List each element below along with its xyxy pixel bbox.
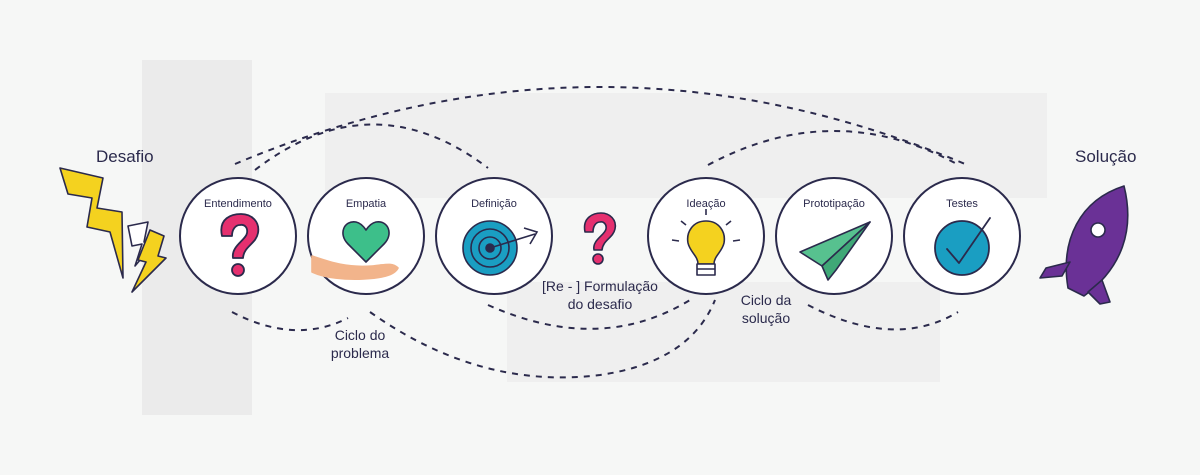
- lightbulb-icon: [671, 209, 741, 276]
- problem-cycle-line1: Ciclo do: [334, 327, 386, 343]
- stage-label-ideacao: Ideação: [686, 198, 726, 210]
- middle-caption-line2: do desafio: [567, 296, 633, 312]
- arc-outer-top: [234, 86, 966, 165]
- checkmark-icon: [934, 217, 991, 276]
- problem-cycle-caption: Ciclo do problema: [310, 326, 410, 362]
- start-label: Desafio: [96, 147, 154, 166]
- lightning-icon: [59, 167, 167, 293]
- stage-label-entendimento: Entendimento: [204, 198, 272, 210]
- rocket-icon: [1039, 185, 1129, 305]
- stage-circles: [179, 177, 1021, 295]
- solution-cycle-line2: solução: [741, 310, 791, 326]
- paper-plane-icon: [799, 221, 871, 281]
- arc-bottom-middle: [487, 299, 691, 330]
- arc-inner-top-left: [254, 123, 489, 171]
- arc-bottom-big: [369, 299, 716, 379]
- stage-label-prototipacao: Prototipação: [803, 198, 865, 210]
- circle-prototipacao: [775, 177, 893, 295]
- arc-bottom-left: [231, 311, 349, 332]
- stage-label-definicao: Definição: [471, 198, 517, 210]
- solution-cycle-line1: Ciclo da: [740, 292, 792, 308]
- end-label: Solução: [1075, 147, 1137, 166]
- cycle-arcs: [231, 86, 966, 379]
- question-mark-icon: [220, 213, 260, 277]
- arc-bottom-right: [807, 304, 959, 331]
- stage-label-empatia: Empatia: [345, 198, 387, 210]
- problem-cycle-line2: problema: [330, 345, 390, 361]
- middle-question-icon: [583, 212, 617, 265]
- circle-entendimento: [179, 177, 297, 295]
- target-dart-icon: [462, 220, 539, 276]
- heart-hand-icon: [311, 221, 399, 281]
- stage-label-testes: Testes: [946, 198, 978, 210]
- backdrop-band-bottom: [507, 282, 940, 382]
- middle-caption-line1: [Re - ] Formulação: [542, 278, 658, 294]
- solution-cycle-caption: Ciclo da solução: [716, 291, 816, 327]
- middle-caption: [Re - ] Formulação do desafio: [530, 277, 670, 313]
